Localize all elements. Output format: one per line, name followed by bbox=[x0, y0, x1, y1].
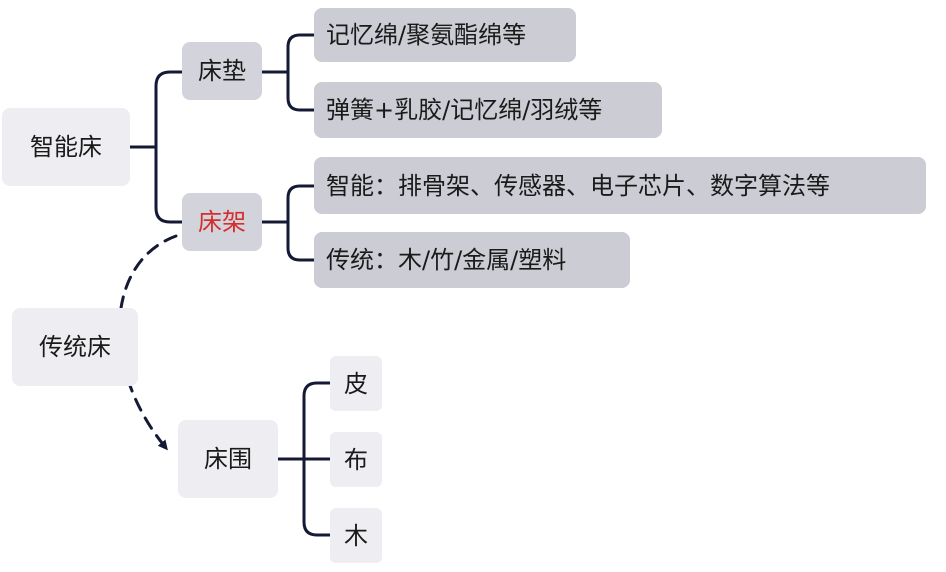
connector-mattress-item-1 bbox=[286, 33, 316, 74]
connector-surround-item-1 bbox=[302, 381, 332, 461]
frame-smart-label: 智能：排骨架、传感器、电子芯片、数字算法等 bbox=[326, 171, 830, 200]
connector-root-to-mattress bbox=[154, 70, 184, 149]
node-mattress: 床垫 bbox=[182, 42, 262, 100]
node-mattress-material-1: 记忆绵/聚氨酯绵等 bbox=[314, 8, 576, 62]
surround-wood-label: 木 bbox=[344, 521, 368, 550]
node-mattress-label: 床垫 bbox=[198, 57, 246, 85]
frame-traditional-label: 传统：木/竹/金属/塑料 bbox=[326, 246, 567, 274]
node-traditional-bed-label: 传统床 bbox=[39, 333, 111, 361]
node-bed-frame-label: 床架 bbox=[198, 208, 246, 236]
node-frame-traditional: 传统：木/竹/金属/塑料 bbox=[314, 232, 630, 288]
mattress-material-2-label: 弹簧+乳胶/记忆绵/羽绒等 bbox=[326, 96, 603, 124]
node-frame-smart: 智能：排骨架、传感器、电子芯片、数字算法等 bbox=[314, 157, 926, 214]
node-surround-leather: 皮 bbox=[330, 356, 382, 411]
node-smart-bed-label: 智能床 bbox=[30, 133, 102, 161]
connector-mattress-item-2 bbox=[286, 70, 316, 112]
mattress-material-1-label: 记忆绵/聚氨酯绵等 bbox=[326, 21, 527, 49]
surround-leather-label: 皮 bbox=[344, 369, 368, 398]
node-bed-frame: 床架 bbox=[182, 193, 262, 251]
surround-cloth-label: 布 bbox=[344, 445, 368, 474]
node-mattress-material-2: 弹簧+乳胶/记忆绵/羽绒等 bbox=[314, 82, 662, 138]
node-surround-wood: 木 bbox=[330, 508, 382, 563]
connector-root-to-frame bbox=[154, 145, 184, 224]
node-surround-cloth: 布 bbox=[330, 432, 382, 487]
node-bed-surround-label: 床围 bbox=[204, 445, 252, 473]
node-traditional-bed: 传统床 bbox=[12, 308, 138, 386]
connector-frame-item-1 bbox=[286, 184, 316, 224]
connector-surround-item-3 bbox=[302, 457, 332, 537]
connector-frame-item-2 bbox=[286, 220, 316, 262]
node-bed-surround: 床围 bbox=[178, 420, 278, 498]
node-smart-bed: 智能床 bbox=[2, 108, 130, 186]
